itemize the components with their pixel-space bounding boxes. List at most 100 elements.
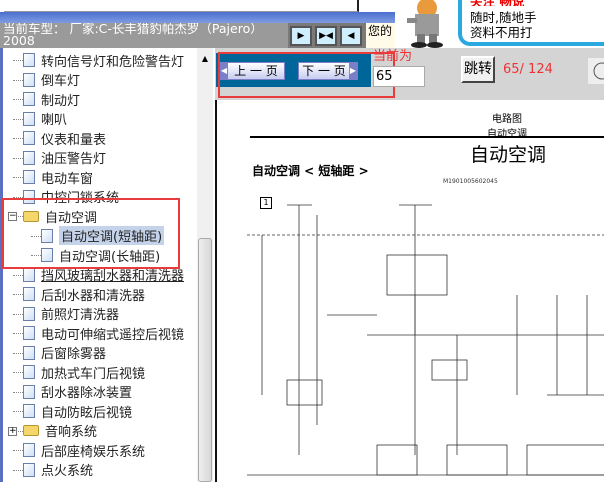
tree-connector [13,372,23,373]
left-arrow-icon: ◀ [220,63,228,79]
tree-item[interactable]: 倒车灯 [23,70,80,90]
scrollbar-thumb[interactable] [198,238,212,482]
ad-bubble[interactable]: 关注 畅说 随时,随地手 资料不用打 [458,0,604,46]
document-icon [23,365,35,379]
tree-item-label: 倒车灯 [41,74,81,89]
tree-item[interactable]: 电动可伸缩式遥控后视镜 [23,323,184,343]
nav-panel: ◀ 上 一 页 下 一 页▶ [216,53,371,87]
folder-icon [23,425,39,436]
tree-item-label: 后部座椅娱乐系统 [41,444,146,460]
document-icon [23,150,35,165]
tree-item[interactable]: 制动灯 [23,89,80,109]
tree-connector [13,216,23,217]
tree-item[interactable]: 后刮水器和清洗器 [23,284,145,304]
document-icon [41,248,53,262]
document-icon [23,404,35,418]
tree-item-label: 刮水器除冰装置 [41,386,133,401]
document-icon [23,92,35,106]
ad-line: 关注 畅说 [470,0,604,6]
tree-connector [13,138,23,139]
next-page-button[interactable]: 下 一 页▶ [298,62,358,80]
tree-item[interactable]: 仪表和量表 [23,128,106,148]
current-page-label: 当前为 [373,49,413,64]
document-icon [23,53,35,67]
tree-item[interactable]: 后部座椅娱乐系统 [23,440,145,460]
tree-item[interactable]: 音响系统 [23,421,97,441]
tree-item[interactable]: 挡风玻璃刮水器和清洗器 [23,265,184,285]
doc-title: 自动空调 [470,144,547,166]
page-count: 65/ 124 [503,62,553,77]
tree-connector [13,469,23,471]
tree-item[interactable]: 油压警告灯 [23,148,106,168]
tree-item[interactable]: 自动空调(短轴距) [41,226,165,246]
document-icon [23,111,35,126]
tree-connector [13,99,23,100]
tree-item[interactable]: 后窗除雾器 [23,343,106,363]
split-button[interactable]: ▶◀ [315,26,337,46]
tree-item[interactable]: 前照灯清洗器 [23,304,119,324]
tree-connector [13,157,23,159]
tree-item[interactable]: 自动空调(长轴距) [41,245,160,265]
view-buttons: ▶ ▶◀ ◀ [288,23,366,48]
collapse-left-button[interactable]: ◀ [340,26,362,46]
tree-connector [13,313,23,315]
tree-highlight-box [2,198,180,269]
tree-item[interactable]: 自动空调 [23,206,97,226]
tree-item[interactable]: 转向信号灯和危险警告灯 [23,50,184,70]
ad-line: 随时,随地手 [470,10,537,25]
document-icon [23,326,35,340]
circuit-diagram [247,204,604,476]
prev-page-button[interactable]: ◀ 上 一 页 [219,62,285,80]
tree-item[interactable]: 喇叭 [23,109,67,129]
tree-connector [13,274,23,276]
tree-item-label: 转向信号灯和危险警告灯 [41,54,185,70]
folder-icon [23,210,39,222]
ad-line: 资料不用打 [470,25,533,40]
document-icon [23,189,35,204]
tree-connector [13,411,23,412]
go-button[interactable]: 跳转 [461,56,495,83]
document-icon [23,170,35,184]
page-input[interactable]: 65 [373,66,425,87]
tree-item-label: 油压警告灯 [41,152,107,167]
tree-item-label: 加热式车门后视镜 [41,366,146,382]
header-rule [250,136,604,138]
collapse-icon[interactable]: − [8,211,17,221]
prev-label: 上 一 页 [234,64,278,78]
tree-item-label: 音响系统 [45,425,98,440]
doc-subtitle: 自动空调 < 短轴距 > [252,164,369,178]
tree-item[interactable]: 加热式车门后视镜 [23,362,145,382]
document-icon [23,384,35,399]
next-label: 下 一 页 [302,64,346,78]
tree-connector [13,118,23,120]
tree-item[interactable]: 刮水器除冰装置 [23,382,132,402]
message-text: 您的 [366,23,396,48]
tree-item-label: 前照灯清洗器 [41,308,120,323]
document-icon [23,443,35,457]
tree-connector [31,255,41,256]
tree-item[interactable]: 自动防眩后视镜 [23,401,132,421]
document-icon [23,462,35,477]
scroll-up-arrow-icon[interactable]: ▲ [201,54,209,63]
tree-connector [13,333,23,334]
tree-item-label: 电动可伸缩式遥控后视镜 [41,327,185,343]
tree-connector [13,430,23,432]
document-view: 电路图自动空调 自动空调 自动空调 < 短轴距 > M1901005602045… [215,100,604,482]
tree-connector [13,450,23,451]
document-icon [23,267,35,282]
expand-icon[interactable]: + [8,425,17,436]
collapse-right-button[interactable]: ▶ [290,26,312,46]
top-frame [4,0,359,12]
tree-item-label: 后窗除雾器 [41,347,107,362]
tree-item[interactable]: 电动车窗 [23,167,93,187]
doc-header-line1: 电路图 [492,114,522,125]
tree-item-label: 自动空调(短轴距) [59,226,165,245]
right-arrow-icon: ▶ [349,63,357,79]
document-icon [23,72,35,87]
tree-item[interactable]: 点火系统 [23,460,93,480]
vehicle-title: 当前车型： 厂家:C-长丰猎豹帕杰罗（Pajero） 2008 [0,23,288,48]
zoom-button[interactable] [588,58,604,84]
tree-item-label: 电动车窗 [41,171,94,187]
nav-highlight-box [218,52,395,98]
tree-connector [13,294,23,295]
